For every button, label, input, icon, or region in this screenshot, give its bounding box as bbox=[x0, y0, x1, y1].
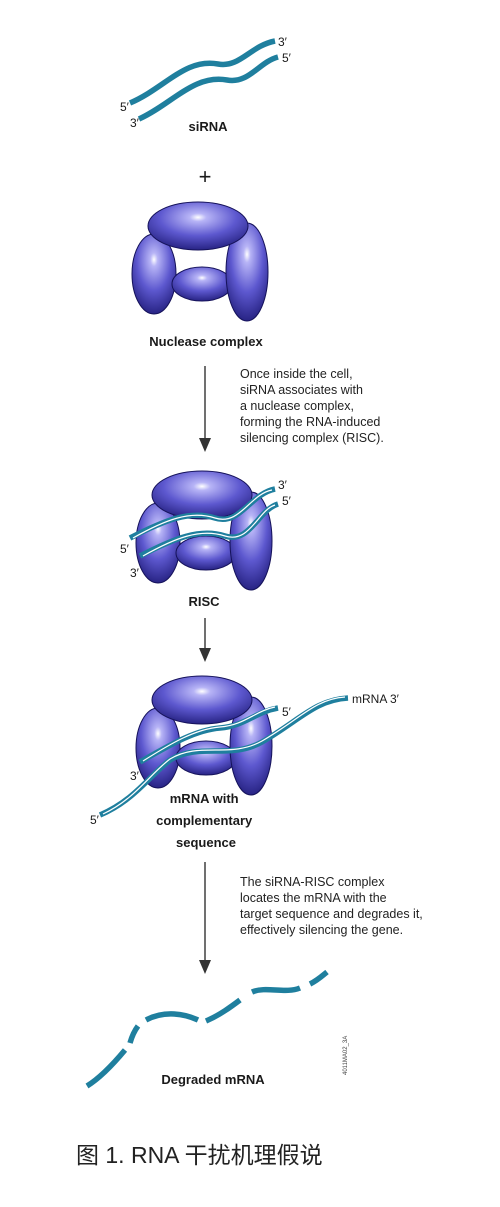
nuclease-complex-shape bbox=[131, 201, 269, 322]
figure-code: 4011MA02_3A bbox=[343, 1036, 349, 1075]
sirna-end-5-top: 5′ bbox=[282, 51, 292, 65]
mrna-complex-end-3: 3′ bbox=[130, 769, 140, 783]
plus-sign: + bbox=[199, 164, 212, 189]
note-step2: The siRNA-RISC complex locates the mRNA … bbox=[240, 875, 426, 937]
risc-end-3-bottom: 3′ bbox=[130, 566, 140, 580]
mrna-strand bbox=[98, 695, 349, 818]
sirna-end-5-bottom: 5′ bbox=[120, 100, 130, 114]
mrna-end-5: 5′ bbox=[90, 813, 100, 827]
risc-end-5-top: 5′ bbox=[282, 494, 292, 508]
figure-caption: 图 1. RNA 干扰机理假说 bbox=[76, 1142, 323, 1168]
risc-end-3-top: 3′ bbox=[278, 478, 288, 492]
risc-sirna-strands bbox=[128, 486, 280, 559]
risc-mrna-complex-shape bbox=[135, 675, 273, 796]
risc-label: RISC bbox=[188, 594, 220, 609]
sirna-end-3-bottom: 3′ bbox=[130, 116, 140, 130]
mrna-complex-end-5: 5′ bbox=[282, 705, 292, 719]
risc-end-5-bottom: 5′ bbox=[120, 542, 130, 556]
sirna-label: siRNA bbox=[188, 119, 228, 134]
degraded-mrna-fragments bbox=[85, 969, 329, 1089]
note-step1: Once inside the cell, siRNA associates w… bbox=[240, 367, 384, 445]
mrna-3-label: mRNA 3′ bbox=[352, 692, 400, 706]
mrna-complementary-label: mRNA with complementary sequence bbox=[156, 791, 256, 850]
risc-mrna-sirna-strand bbox=[138, 705, 279, 765]
sirna-strands bbox=[128, 38, 279, 122]
sirna-strand-top bbox=[128, 38, 276, 106]
arrow-step1 bbox=[199, 366, 211, 452]
sirna-strand-bottom bbox=[137, 54, 279, 122]
arrow-step3 bbox=[199, 862, 211, 974]
degraded-mrna-label: Degraded mRNA bbox=[161, 1072, 265, 1087]
sirna-end-3-top: 3′ bbox=[278, 35, 288, 49]
nuclease-complex-label: Nuclease complex bbox=[149, 334, 263, 349]
arrow-step2 bbox=[199, 618, 211, 662]
